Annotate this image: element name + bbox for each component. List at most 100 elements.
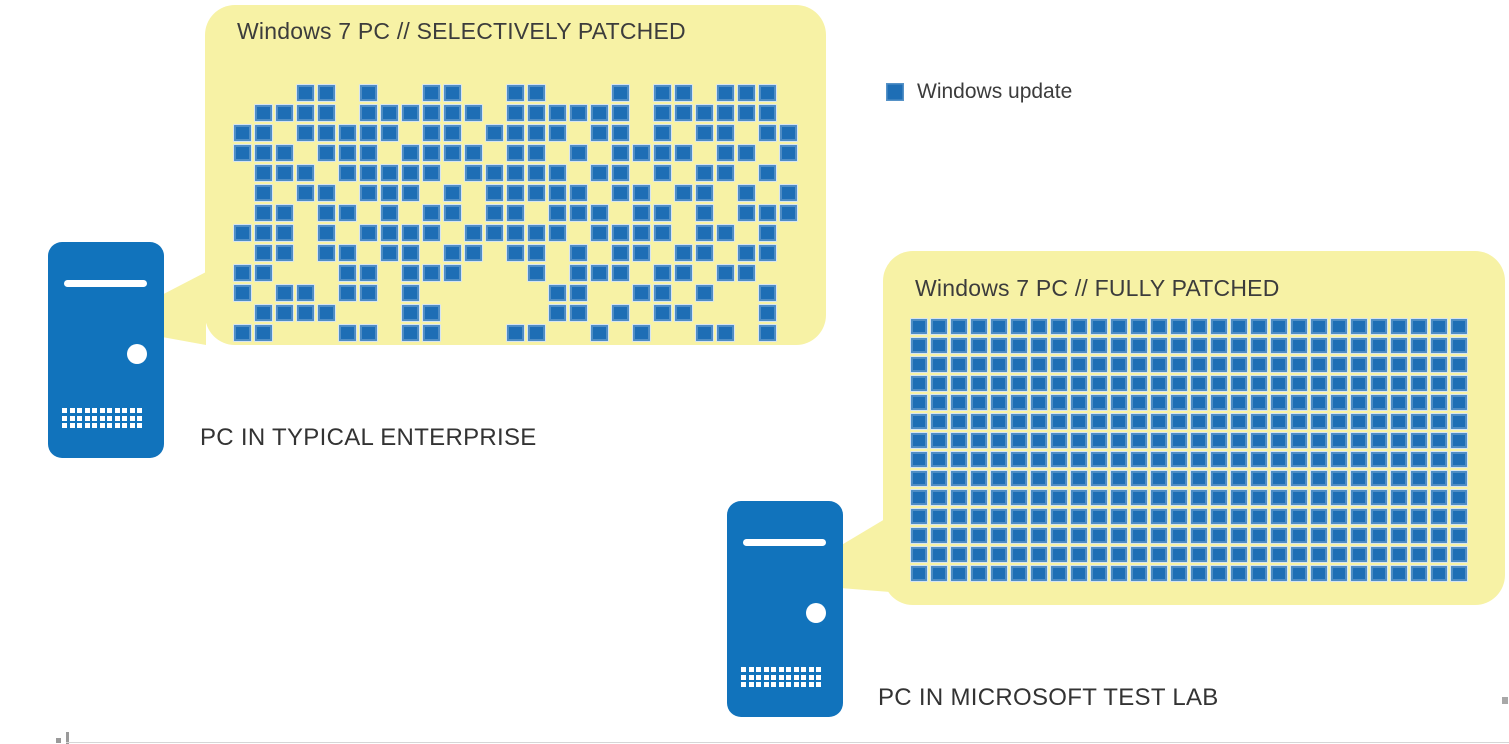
windows-update-square <box>1010 413 1028 430</box>
windows-update-square <box>1050 508 1068 525</box>
windows-update-square <box>1130 470 1148 487</box>
vent-square <box>748 667 754 672</box>
windows-update-square <box>569 204 588 222</box>
windows-update-square <box>1370 489 1388 506</box>
windows-update-square <box>1370 394 1388 411</box>
windows-update-square <box>1210 394 1228 411</box>
windows-update-square <box>1270 489 1288 506</box>
windows-update-square <box>758 104 777 122</box>
windows-update-square <box>506 164 525 182</box>
vent-square <box>84 415 90 421</box>
windows-update-square <box>527 104 546 122</box>
windows-update-square <box>275 104 294 122</box>
windows-update-square <box>1030 489 1048 506</box>
windows-update-square <box>1110 527 1128 544</box>
windows-update-square <box>758 204 777 222</box>
windows-update-square <box>1110 413 1128 430</box>
patch-grid-full <box>910 318 1468 582</box>
windows-update-square <box>1090 565 1108 582</box>
windows-update-square <box>1250 489 1268 506</box>
windows-update-square <box>758 224 777 242</box>
windows-update-square <box>930 375 948 392</box>
windows-update-square <box>1110 565 1128 582</box>
windows-update-square <box>1250 546 1268 563</box>
windows-update-square <box>1230 318 1248 335</box>
windows-update-square <box>1310 394 1328 411</box>
windows-update-square <box>970 318 988 335</box>
vent-square <box>793 674 799 680</box>
windows-update-square <box>611 304 630 322</box>
windows-update-square <box>1090 356 1108 373</box>
windows-update-square <box>930 546 948 563</box>
windows-update-square <box>1410 413 1428 430</box>
windows-update-square <box>1010 489 1028 506</box>
windows-update-square <box>1150 394 1168 411</box>
windows-update-square <box>1190 527 1208 544</box>
windows-update-square <box>737 204 756 222</box>
windows-update-square <box>1270 413 1288 430</box>
patch-grid-selective <box>233 84 798 342</box>
pc-power-button-icon <box>127 344 147 364</box>
windows-update-square <box>443 184 462 202</box>
vent-square <box>99 423 105 428</box>
windows-update-square <box>1290 375 1308 392</box>
windows-update-square <box>485 224 504 242</box>
windows-update-square <box>1090 394 1108 411</box>
vent-square <box>816 674 821 680</box>
windows-update-square <box>254 164 273 182</box>
windows-update-square <box>910 546 928 563</box>
windows-update-square <box>737 84 756 102</box>
windows-update-square <box>910 565 928 582</box>
windows-update-square <box>716 264 735 282</box>
windows-update-square <box>950 375 968 392</box>
windows-update-square <box>275 164 294 182</box>
windows-update-square <box>359 84 378 102</box>
windows-update-square <box>590 204 609 222</box>
windows-update-square <box>1230 375 1248 392</box>
windows-update-square <box>1450 508 1468 525</box>
windows-update-square <box>275 224 294 242</box>
windows-update-square <box>990 546 1008 563</box>
windows-update-square <box>1330 337 1348 354</box>
windows-update-square <box>1350 470 1368 487</box>
windows-update-square <box>1050 451 1068 468</box>
vent-square <box>741 674 746 680</box>
windows-update-square <box>1110 432 1128 449</box>
windows-update-square <box>1410 432 1428 449</box>
windows-update-square <box>527 84 546 102</box>
windows-update-square <box>380 184 399 202</box>
windows-update-square <box>1450 489 1468 506</box>
pc-tower-icon-left <box>48 242 164 458</box>
windows-update-square <box>1010 508 1028 525</box>
windows-update-square <box>1330 527 1348 544</box>
windows-update-square <box>695 224 714 242</box>
windows-update-square <box>632 204 651 222</box>
windows-update-square <box>548 284 567 302</box>
windows-update-square <box>1330 451 1348 468</box>
windows-update-square <box>401 164 420 182</box>
windows-update-square <box>910 527 928 544</box>
windows-update-square <box>1410 470 1428 487</box>
windows-update-square <box>464 144 483 162</box>
windows-update-square <box>1290 508 1308 525</box>
pc-vent-grid <box>62 408 142 428</box>
windows-update-square <box>317 304 336 322</box>
windows-update-square <box>296 124 315 142</box>
windows-update-square <box>296 84 315 102</box>
vent-square <box>92 415 97 421</box>
windows-update-square <box>1370 527 1388 544</box>
windows-update-square <box>611 224 630 242</box>
vent-square <box>69 423 75 428</box>
vent-square <box>771 674 776 680</box>
windows-update-square <box>254 184 273 202</box>
windows-update-square <box>485 204 504 222</box>
legend-label: Windows update <box>917 80 1073 103</box>
windows-update-square <box>527 144 546 162</box>
vent-square <box>793 667 799 672</box>
windows-update-square <box>527 184 546 202</box>
windows-update-square <box>1150 318 1168 335</box>
vent-square <box>62 415 67 421</box>
windows-update-square <box>990 318 1008 335</box>
windows-update-square <box>1330 565 1348 582</box>
windows-update-square <box>1170 546 1188 563</box>
